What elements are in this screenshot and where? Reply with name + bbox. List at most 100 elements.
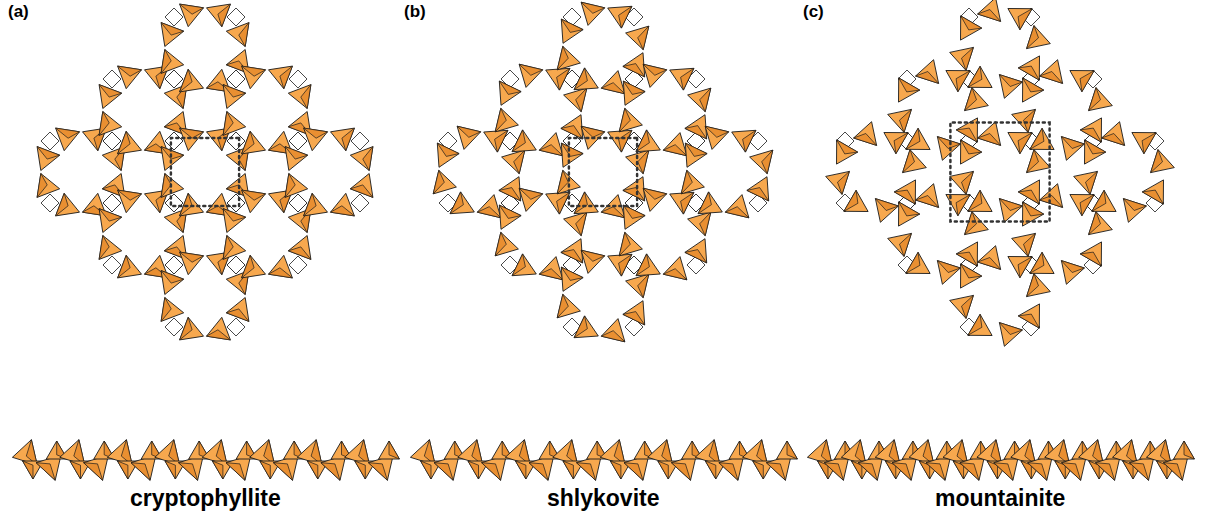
- silicate-tetrahedron-face: [906, 128, 920, 149]
- side-tetrahedron-face: [179, 463, 198, 481]
- silicate-tetrahedron-face: [499, 205, 521, 218]
- silicate-tetrahedron: [223, 112, 246, 136]
- silicate-tetrahedron: [1085, 140, 1106, 164]
- silicate-tetrahedron: [1027, 274, 1051, 297]
- silicate-tetrahedron-face: [937, 261, 960, 273]
- silicate-tetrahedron: [965, 88, 989, 111]
- silicate-tetrahedron: [1023, 78, 1044, 102]
- unit-cell-outline: [171, 138, 239, 206]
- silicate-tetrahedron: [1012, 109, 1036, 132]
- silicate-tetrahedron-face: [161, 23, 184, 35]
- silicate-tetrahedron: [99, 85, 122, 109]
- silicate-tetrahedron-face: [242, 190, 266, 200]
- silicate-tetrahedron: [705, 126, 729, 149]
- silicate-tetrahedron-face: [747, 188, 769, 201]
- silicate-tetrahedron: [1008, 257, 1032, 278]
- silicate-tetrahedron-face: [743, 130, 756, 152]
- silicate-tetrahedron-face: [1151, 150, 1163, 173]
- silicate-tetrahedron: [118, 131, 142, 154]
- silicate-tetrahedron-face: [557, 46, 568, 70]
- silicate-tetrahedron-face: [638, 274, 649, 298]
- silicate-tetrahedron: [608, 6, 632, 28]
- silicate-tetrahedron: [601, 71, 625, 94]
- silicate-tetrahedron: [1089, 212, 1113, 235]
- silicate-tetrahedron: [226, 298, 249, 322]
- silicate-tetrahedron: [561, 143, 583, 167]
- silicate-tetrahedron-face: [916, 72, 939, 84]
- silicate-tetrahedron-face: [280, 66, 293, 89]
- silicate-tetrahedron: [512, 254, 536, 276]
- silicate-tetrahedron-face: [1085, 140, 1106, 154]
- side-tetrahedron-face: [118, 461, 128, 479]
- side-tetrahedron-face: [36, 463, 55, 481]
- silicate-tetrahedron-face: [561, 19, 583, 32]
- silicate-tetrahedron: [1008, 133, 1032, 154]
- silicate-tetrahedron-face: [636, 254, 649, 276]
- side-tetrahedron-face: [421, 461, 431, 479]
- silicate-tetrahedron: [304, 128, 328, 151]
- four-ring: [103, 194, 121, 212]
- side-tetrahedron-face: [892, 463, 911, 481]
- silicate-tetrahedron-face: [961, 16, 982, 30]
- silicate-tetrahedron: [574, 192, 598, 214]
- side-tetrahedron-face: [260, 461, 270, 479]
- silicate-tetrahedron-face: [519, 64, 543, 75]
- side-tetrahedron-face: [307, 461, 317, 479]
- silicate-tetrahedron-face: [557, 294, 568, 318]
- silicate-tetrahedron-face: [638, 150, 649, 174]
- silicate-tetrahedron-face: [1080, 71, 1094, 92]
- silicate-tetrahedron: [564, 88, 587, 112]
- silicate-tetrahedron: [450, 192, 474, 214]
- silicate-tetrahedron: [502, 150, 525, 174]
- silicate-tetrahedron-face: [663, 145, 687, 156]
- silicate-tetrahedron: [663, 257, 687, 280]
- side-tetrahedron-face: [131, 463, 150, 481]
- silicate-tetrahedron: [956, 242, 977, 266]
- silicate-tetrahedron-face: [903, 150, 915, 173]
- silicate-tetrahedron-face: [623, 81, 645, 94]
- silicate-tetrahedron-face: [623, 188, 645, 201]
- silicate-tetrahedron: [207, 4, 231, 27]
- silicate-tetrahedron: [499, 177, 521, 201]
- silicate-tetrahedron-face: [223, 236, 233, 260]
- silicate-tetrahedron: [884, 133, 908, 154]
- silicate-tetrahedron: [37, 174, 60, 198]
- silicate-tetrahedron-face: [636, 130, 649, 152]
- four-ring: [165, 132, 183, 150]
- silicate-tetrahedron: [269, 66, 293, 89]
- silicate-tetrahedron: [670, 192, 694, 214]
- silicate-tetrahedron-face: [1123, 199, 1146, 211]
- silicate-tetrahedron-face: [557, 68, 570, 90]
- side-tetrahedron-face: [994, 463, 1013, 481]
- silicate-tetrahedron-face: [962, 295, 974, 318]
- silicate-tetrahedron: [1080, 242, 1101, 266]
- side-tetrahedron-face: [516, 461, 526, 479]
- silicate-tetrahedron-face: [1024, 109, 1036, 132]
- silicate-tetrahedron: [626, 26, 649, 50]
- silicate-tetrahedron-face: [242, 66, 266, 76]
- side-tetrahedron-face: [563, 461, 573, 479]
- side-tetrahedron-face: [368, 463, 387, 481]
- silicate-tetrahedron-face: [288, 247, 311, 260]
- silicate-tetrahedron-face: [539, 145, 563, 156]
- silicate-tetrahedron-face: [961, 140, 982, 154]
- four-ring: [227, 256, 245, 274]
- silicate-tetrahedron: [495, 108, 518, 132]
- silicate-tetrahedron: [561, 267, 583, 291]
- silicate-tetrahedron: [499, 81, 521, 105]
- silicate-tetrahedron-face: [700, 88, 711, 112]
- four-ring: [289, 132, 307, 150]
- silicate-tetrahedron: [180, 128, 204, 151]
- silicate-tetrahedron-face: [433, 170, 444, 194]
- silicate-tetrahedron-face: [601, 83, 625, 94]
- silicate-tetrahedron-face: [581, 250, 605, 261]
- silicate-tetrahedron-face: [1040, 72, 1063, 84]
- side-tetrahedron-face: [1028, 463, 1047, 481]
- silicate-tetrahedron: [180, 4, 204, 27]
- silicate-tetrahedron: [437, 143, 459, 167]
- silicate-tetrahedron-face: [1030, 128, 1044, 149]
- silicate-tetrahedron: [888, 109, 912, 132]
- side-tetrahedron-face: [529, 463, 548, 481]
- silicate-tetrahedron-face: [56, 128, 80, 138]
- side-tetrahedron-face: [212, 461, 223, 479]
